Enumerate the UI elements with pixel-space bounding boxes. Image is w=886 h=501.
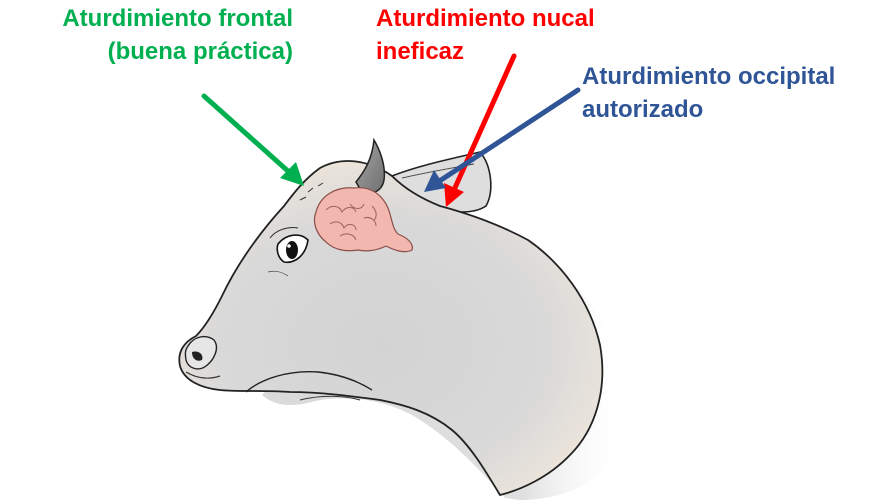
label-frontal-line2: (buena práctica) [0, 35, 293, 68]
label-frontal-stunning: Aturdimiento frontal (buena práctica) [0, 2, 293, 68]
arrow-occipital [424, 90, 578, 192]
cow-head [179, 161, 602, 495]
label-occipital-stunning: Aturdimiento occipital autorizado [582, 60, 835, 126]
label-occipital-line1: Aturdimiento occipital [582, 60, 835, 93]
label-nucal-line2: ineficaz [376, 35, 595, 68]
label-occipital-line2: autorizado [582, 93, 835, 126]
arrow-frontal [204, 96, 304, 186]
label-nucal-line1: Aturdimiento nucal [376, 2, 595, 35]
label-frontal-line1: Aturdimiento frontal [0, 2, 293, 35]
label-nucal-stunning: Aturdimiento nucal ineficaz [376, 2, 595, 68]
